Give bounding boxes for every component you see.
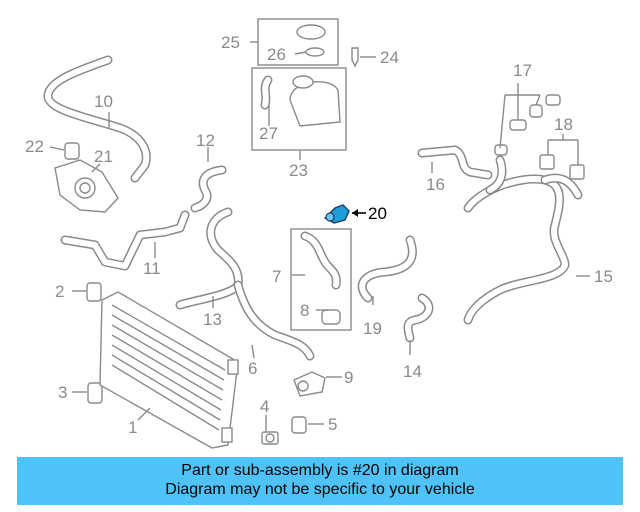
part-9-fitting [293,371,326,397]
parts-diagram: 1 2 3 4 5 6 7 8 9 10 11 12 13 14 15 16 1… [25,18,613,449]
part-15-hose [463,155,583,325]
callout-19: 19 [363,319,382,338]
part-20-highlighted[interactable] [323,204,350,224]
reservoir-group-box [251,67,347,151]
info-banner: Part or sub-assembly is #20 in diagram D… [17,457,623,505]
callout-5: 5 [328,415,337,434]
part-16-hose [417,145,493,180]
part-1-radiator [99,291,239,449]
part-3-bracket [87,382,103,404]
callout-12: 12 [196,131,215,150]
banner-line-2: Diagram may not be specific to your vehi… [165,481,475,498]
part-14-hose [403,293,434,343]
part-19-hose [357,235,417,303]
callout-8: 8 [300,301,309,320]
callout-25: 25 [221,33,240,52]
part-18-connectors [539,154,585,180]
part-26-gasket [305,47,325,57]
callout-23: 23 [289,161,308,180]
hose-kit-box [290,228,352,331]
callout-14: 14 [403,362,422,381]
callout-26: 26 [267,45,286,64]
part-13-hose [175,207,243,310]
callout-13: 13 [203,310,222,329]
callout-27: 27 [259,124,278,143]
callout-18: 18 [554,115,573,134]
callout-3: 3 [58,383,67,402]
callout-21: 21 [94,147,113,166]
callout-17: 17 [513,61,532,80]
callout-9: 9 [344,368,353,387]
part-4-sensor [261,431,279,445]
callout-6: 6 [248,359,257,378]
part-10-hose [43,55,151,183]
callout-7: 7 [272,267,281,286]
part-21-flange [54,142,119,213]
callout-22: 22 [25,137,44,156]
banner-line-1: Part or sub-assembly is #20 in diagram [181,462,459,479]
part-23-reservoir [289,75,341,127]
part-24-bolt [351,47,359,68]
part-12-hose [190,165,227,213]
callout-16: 16 [426,175,445,194]
callout-15: 15 [594,267,613,286]
part-8-fitting [321,309,341,325]
part-17-fittings [494,94,561,156]
callout-2: 2 [55,282,64,301]
callout-4: 4 [260,397,269,416]
callout-20: 20 [368,204,387,223]
part-27-hose [260,75,273,110]
part-2-bracket [86,282,102,302]
callout-10: 10 [94,92,113,111]
callout-11: 11 [143,259,161,278]
part-11-pipe [60,210,190,271]
part-7-hose [300,231,341,290]
part-6-hose [233,280,315,361]
part-25-cap [296,24,326,40]
leader-lines [49,41,590,432]
callout-1: 1 [128,418,137,437]
part-5-clip [291,416,307,434]
callout-24: 24 [380,48,399,67]
